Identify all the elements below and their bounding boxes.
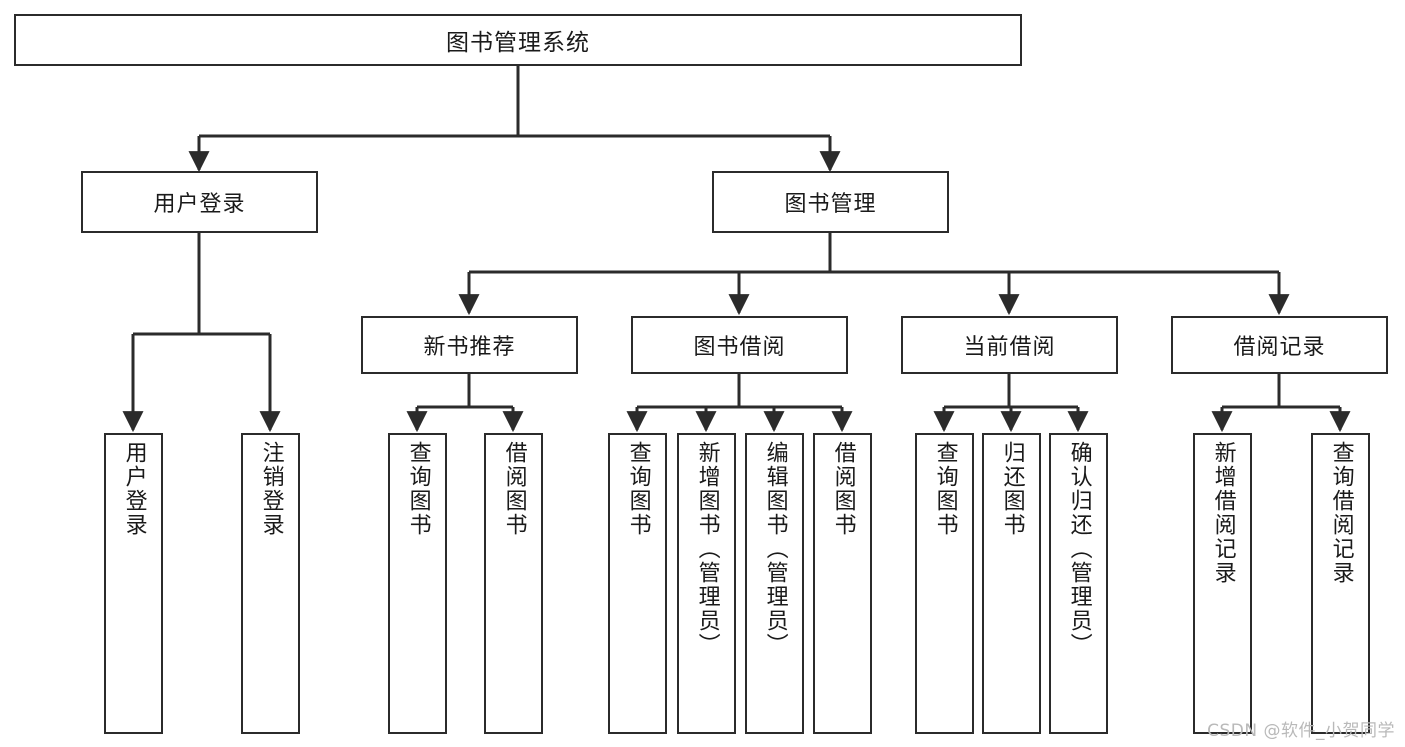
node-leaf-borrow-book-2[interactable]: 借阅图书 (813, 433, 872, 734)
node-leaf-query-book-3[interactable]: 查询图书 (915, 433, 974, 734)
node-leaf-query-record[interactable]: 查询借阅记录 (1311, 433, 1370, 734)
node-borrow-record-label: 借阅记录 (1233, 335, 1326, 360)
node-book-borrow-label: 图书借阅 (693, 335, 786, 360)
node-leaf-user-login-label: 用户登录 (121, 441, 147, 537)
node-user-login[interactable]: 用户登录 (81, 171, 318, 233)
node-leaf-query-book-3-label: 查询图书 (932, 441, 958, 537)
node-leaf-query-book-2[interactable]: 查询图书 (608, 433, 667, 734)
node-root-label: 图书管理系统 (446, 30, 590, 56)
node-new-book-rec[interactable]: 新书推荐 (361, 316, 578, 374)
node-leaf-query-record-label: 查询借阅记录 (1328, 441, 1354, 585)
node-leaf-query-book-1-label: 查询图书 (405, 441, 431, 537)
node-leaf-add-record[interactable]: 新增借阅记录 (1193, 433, 1252, 734)
node-leaf-borrow-book-1[interactable]: 借阅图书 (484, 433, 543, 734)
node-leaf-confirm-return[interactable]: 确认归还（管理员） (1049, 433, 1108, 734)
node-leaf-query-book-1[interactable]: 查询图书 (388, 433, 447, 734)
node-current-borrow[interactable]: 当前借阅 (901, 316, 1118, 374)
node-leaf-return-book-label: 归还图书 (999, 441, 1025, 537)
node-leaf-borrow-book-2-label: 借阅图书 (830, 441, 856, 537)
node-leaf-return-book[interactable]: 归还图书 (982, 433, 1041, 734)
node-borrow-record[interactable]: 借阅记录 (1171, 316, 1388, 374)
node-book-manage[interactable]: 图书管理 (712, 171, 949, 233)
node-leaf-user-login[interactable]: 用户登录 (104, 433, 163, 734)
node-book-manage-label: 图书管理 (784, 192, 877, 217)
node-leaf-logout-label: 注销登录 (258, 441, 284, 537)
node-leaf-add-book-label: 新增图书（管理员） (694, 441, 720, 657)
node-leaf-edit-book[interactable]: 编辑图书（管理员） (745, 433, 804, 734)
node-book-borrow[interactable]: 图书借阅 (631, 316, 848, 374)
node-leaf-edit-book-label: 编辑图书（管理员） (762, 441, 788, 657)
node-new-book-rec-label: 新书推荐 (423, 335, 516, 360)
node-root[interactable]: 图书管理系统 (14, 14, 1022, 66)
node-leaf-query-book-2-label: 查询图书 (625, 441, 651, 537)
node-leaf-logout[interactable]: 注销登录 (241, 433, 300, 734)
node-leaf-add-record-label: 新增借阅记录 (1210, 441, 1236, 585)
node-leaf-confirm-return-label: 确认归还（管理员） (1066, 441, 1092, 657)
node-user-login-label: 用户登录 (153, 192, 246, 217)
watermark: CSDN @软件_小贺同学 (1207, 721, 1395, 741)
node-leaf-add-book[interactable]: 新增图书（管理员） (677, 433, 736, 734)
node-leaf-borrow-book-1-label: 借阅图书 (501, 441, 527, 537)
node-current-borrow-label: 当前借阅 (963, 335, 1056, 360)
